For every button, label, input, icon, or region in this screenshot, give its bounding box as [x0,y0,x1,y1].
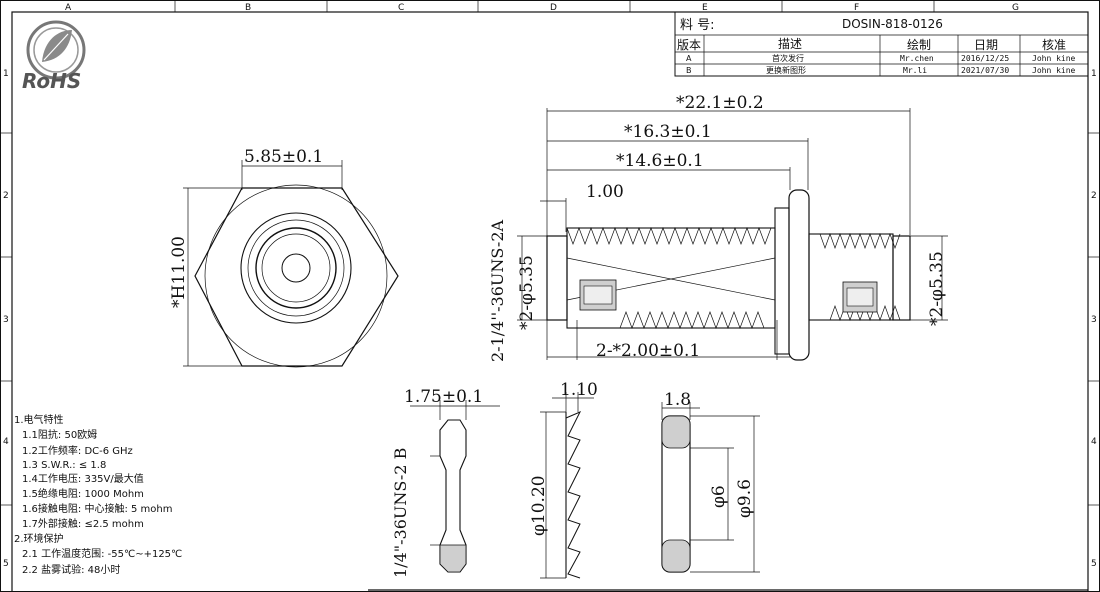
spec-notes: 1.电气特性 1.1阻抗: 50欧姆 1.2工作频率: DC-6 GHz 1.3… [14,413,182,576]
row-label-5-left: 5 [3,559,9,569]
rev-b-date: 2021/07/30 [961,66,1009,75]
row-label-1-left: 1 [3,69,9,79]
row-label-1-right: 1 [1091,69,1097,79]
upper-thread-teeth [566,227,772,245]
row-label-3-right: 3 [1091,315,1097,325]
washer-teeth [565,411,582,579]
spec-line: 1.2工作频率: DC-6 GHz [22,444,133,457]
part-number-label: 料 号: [680,18,715,33]
hex-front-view: 5.85±0.1 *H11.00 [169,147,399,368]
spec-line: 1.3 S.W.R.: ≤ 1.8 [22,460,106,471]
rev-b-drawn: Mr.li [903,66,927,75]
sheet-inner-border [11,11,1089,592]
spec-line: 1.6接触电阻: 中心接触: 5 mohm [22,502,172,515]
rev-b-approved: John kine [1032,66,1076,75]
rohs-text: RoHS [22,69,81,93]
col-label-c: C [398,3,404,13]
ring-side-view: 1.8 φ6 φ9.6 [661,390,760,573]
washer-side-view: 1.10 φ10.20 [529,380,598,579]
row-label-2-left: 2 [3,191,9,201]
part-number-value: DOSIN-818-0126 [842,17,943,31]
dim-ring-thickness: 1.8 [664,390,691,410]
rev-a-version: A [686,54,692,63]
rev-a-drawn: Mr.chen [900,54,934,63]
rev-a-description: 首次发行 [772,53,804,63]
spec-line: 1.7外部接触: ≤2.5 mohm [22,517,144,530]
threaded-body [566,227,776,329]
spec-line: 1.电气特性 [14,413,64,426]
dim-nut-thickness: 1.75±0.1 [404,387,483,407]
rev-a-approved: John kine [1032,54,1076,63]
col-label-g: G [1012,3,1019,13]
dim-thread-spec: 2-1/4''-36UNS-2A [488,219,507,362]
dim-hex-width: 5.85±0.1 [244,147,323,167]
dim-thread-length: 2-*2.00±0.1 [596,341,700,361]
column-zone-markers: A B C D E F G [65,0,1019,13]
spec-line: 2.环境保护 [14,532,64,545]
header-drawn: 绘制 [907,37,931,52]
rohs-logo: RoHS [22,20,86,93]
hex-chamfer-circle [204,184,388,368]
lower-thread-teeth [619,311,765,329]
spec-line: 1.4工作电压: 335V/最大值 [22,472,144,485]
dim-length-2: *16.3±0.1 [624,122,712,142]
col-label-b: B [245,3,251,13]
header-description: 描述 [778,37,802,51]
row-zone-markers: 1 2 3 4 5 1 2 3 4 5 [0,69,1100,569]
header-approved: 核准 [1042,38,1066,52]
row-label-3-left: 3 [3,315,9,325]
connector-side-view: *22.1±0.2 *16.3±0.1 *14.6±0.1 1.00 [488,93,948,362]
spec-line: 1.5绝缘电阻: 1000 Mohm [22,487,144,500]
rev-a-date: 2016/12/25 [961,54,1009,63]
spec-line: 2.2 盐雾试验: 48小时 [22,563,120,576]
dim-right-diameter: *2-φ5.35 [927,251,947,326]
rev-b-description: 更换新图形 [766,65,806,75]
spec-line: 2.1 工作温度范围: -55℃~+125℃ [22,547,182,560]
row-label-4-right: 4 [1091,437,1097,447]
header-date: 日期 [974,38,998,52]
col-label-e: E [702,3,708,13]
dim-left-diameter: *2-φ5.35 [517,255,537,330]
row-label-4-left: 4 [3,437,9,447]
nut-side-view: 1.75±0.1 1/4"-36UNS-2 B [391,387,500,578]
flange [788,189,810,361]
header-version: 版本 [677,38,701,52]
hex-outline [194,187,399,367]
dim-ring-outer: φ9.6 [735,479,755,518]
dim-hex-height: *H11.00 [169,236,189,308]
title-block: 料 号: DOSIN-818-0126 版本 描述 绘制 日期 核准 A 首次发… [674,11,1089,77]
row-label-2-right: 2 [1091,191,1097,201]
col-label-f: F [854,3,859,13]
dim-ring-inner: φ6 [709,485,729,508]
dim-nut-thread: 1/4"-36UNS-2 B [391,448,410,578]
col-label-d: D [550,3,557,13]
rohs-ring-icon [26,20,86,80]
dim-washer-thickness: 1.10 [560,380,598,400]
dim-step: 1.00 [586,182,624,202]
col-label-a: A [65,3,72,13]
row-label-5-right: 5 [1091,559,1097,569]
dim-washer-diameter: φ10.20 [529,475,549,536]
dim-length-3: *14.6±0.1 [616,151,704,171]
dim-overall-length: *22.1±0.2 [676,93,764,113]
spec-line: 1.1阻抗: 50欧姆 [22,428,97,441]
rev-b-version: B [686,66,692,75]
